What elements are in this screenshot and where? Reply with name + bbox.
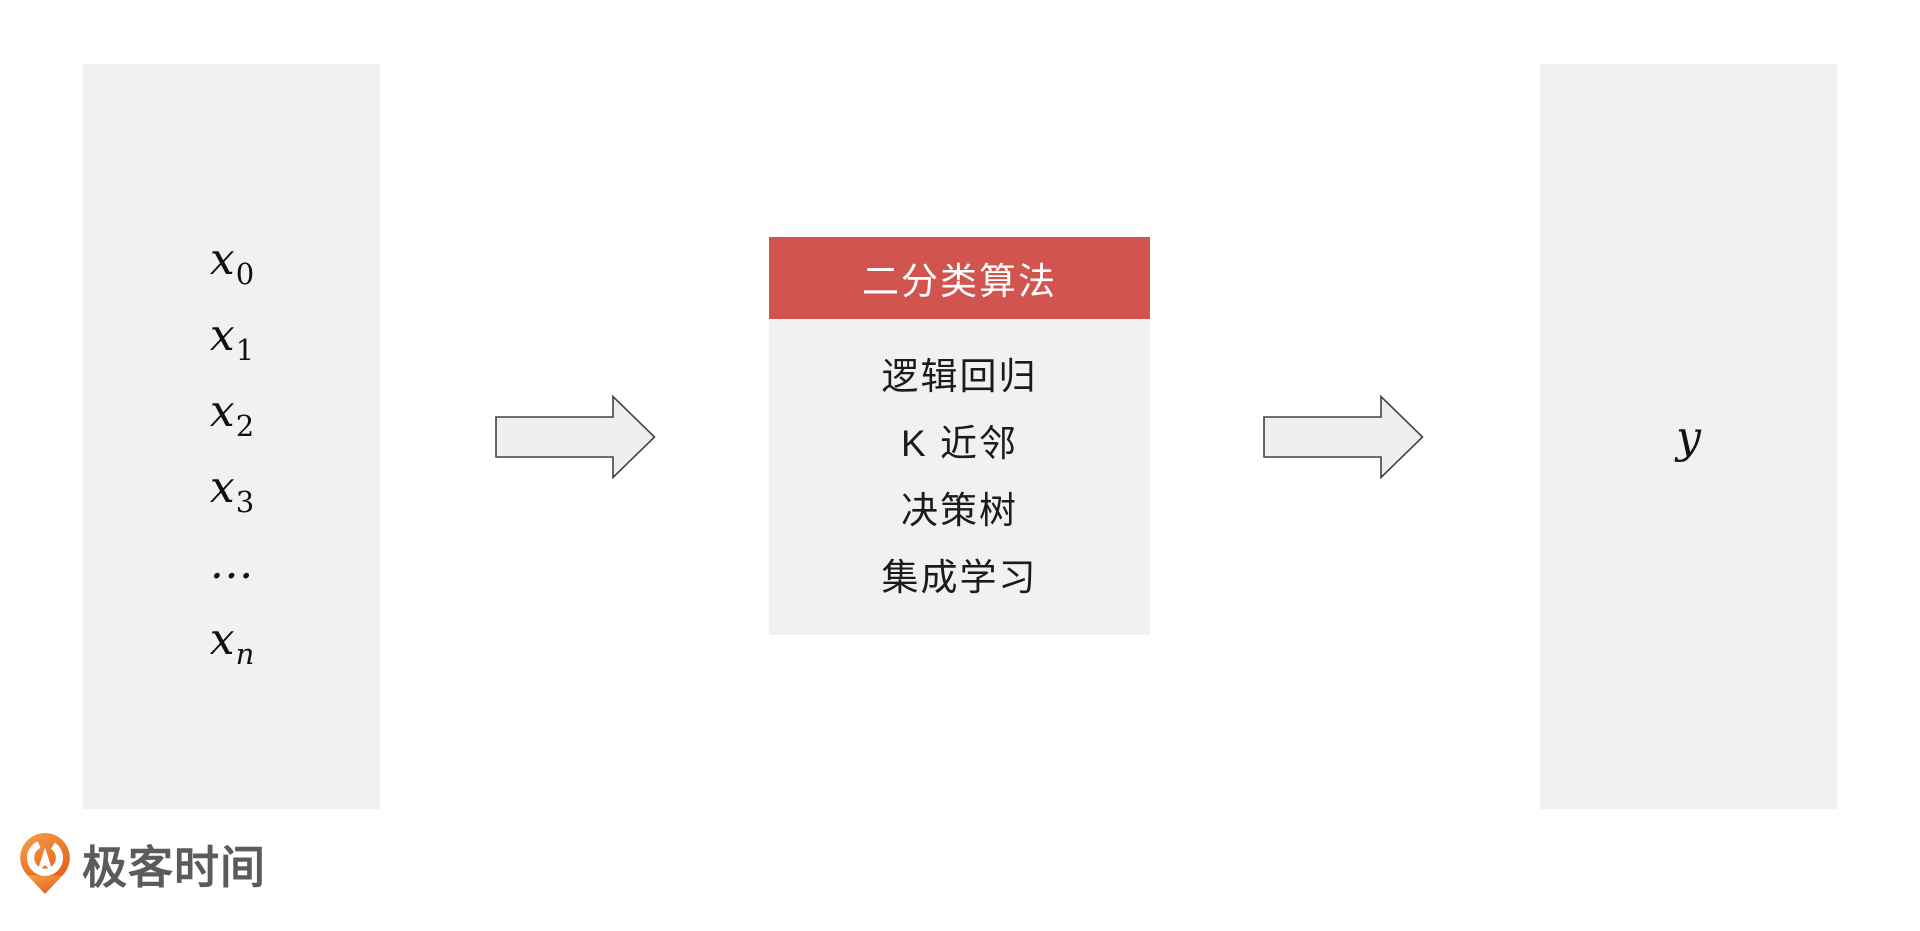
arrow-right-icon xyxy=(1263,395,1424,479)
algorithm-item: K 近邻 xyxy=(901,422,1018,464)
input-variable: x0 xyxy=(209,233,255,291)
algorithm-item: 集成学习 xyxy=(881,556,1038,598)
input-variable: xn xyxy=(209,613,255,671)
input-variable: x1 xyxy=(209,309,255,367)
input-variable: x2 xyxy=(209,385,255,443)
algorithm-box: 二分类算法 逻辑回归 K 近邻决策树集成学习 xyxy=(769,237,1150,635)
geektime-logo: 极客时间 xyxy=(18,831,266,896)
arrow-right-icon xyxy=(495,395,656,479)
input-variable: x3 xyxy=(209,461,255,519)
output-variable-wrap: y xyxy=(1540,64,1837,809)
input-panel: x0 x1 x2 x3 … xn xyxy=(83,64,380,809)
algorithm-item: 决策树 xyxy=(901,489,1018,531)
algorithm-box-title: 二分类算法 xyxy=(769,237,1150,319)
output-panel: y xyxy=(1540,64,1837,809)
algorithm-list: 逻辑回归 K 近邻决策树集成学习 xyxy=(769,319,1150,635)
input-variable-list: x0 x1 x2 x3 … xn xyxy=(83,64,380,809)
geektime-logo-text: 极客时间 xyxy=(82,842,267,893)
output-variable: y xyxy=(1676,412,1701,463)
geektime-pin-icon xyxy=(20,832,70,894)
algorithm-item: 逻辑回归 xyxy=(881,355,1038,397)
input-variable: … xyxy=(209,537,254,589)
